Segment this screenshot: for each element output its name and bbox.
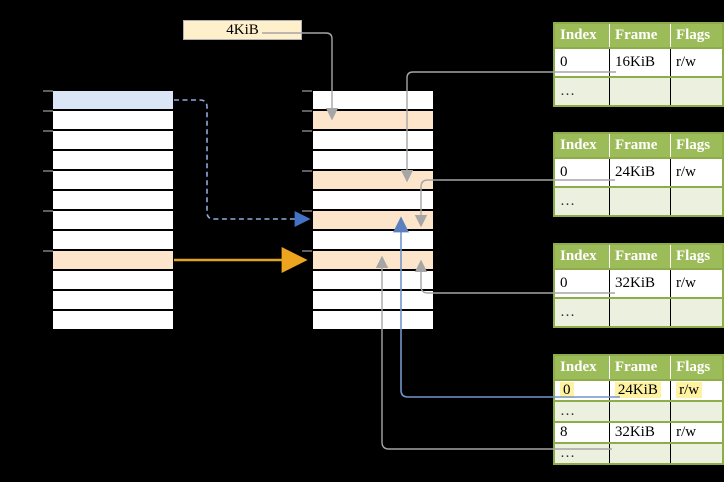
header-index: Index bbox=[554, 133, 610, 159]
frame-row-10 bbox=[313, 291, 433, 311]
table-row: 0 32KiB r/w bbox=[554, 269, 723, 299]
virtual-row-3 bbox=[53, 151, 173, 171]
middle-column-address-ticks bbox=[302, 90, 312, 252]
table-row: 0 24KiB r/w bbox=[554, 158, 723, 188]
cell-frame: 32KiB bbox=[609, 269, 671, 299]
frame-row-11 bbox=[313, 311, 433, 331]
virtual-row-11 bbox=[53, 311, 173, 331]
cell-frame: 24KiB bbox=[609, 158, 671, 188]
header-flags: Flags bbox=[670, 133, 723, 159]
frame-row-5 bbox=[313, 191, 433, 211]
virtual-memory-column bbox=[53, 91, 173, 331]
frame-row-4-used bbox=[313, 171, 433, 191]
table-row: 0 16KiB r/w bbox=[554, 48, 723, 78]
page-table-1: Index Frame Flags 0 16KiB r/w … bbox=[553, 22, 724, 107]
cell-index: … bbox=[554, 401, 610, 423]
cell-flags: r/w bbox=[670, 380, 723, 402]
cell-index: 0 bbox=[554, 380, 610, 402]
cell-frame: 24KiB bbox=[609, 380, 672, 402]
cell-index: 0 bbox=[554, 48, 610, 78]
table-header-row: Index Frame Flags bbox=[554, 23, 723, 49]
frame-row-9 bbox=[313, 271, 433, 291]
highlighted-value: r/w bbox=[676, 382, 703, 398]
table-header-row: Index Frame Flags bbox=[554, 355, 723, 381]
frame-row-3 bbox=[313, 151, 433, 171]
frame-row-2 bbox=[313, 131, 433, 151]
cell-index: 0 bbox=[554, 158, 610, 188]
page-size-label-box: 4KiB bbox=[183, 20, 302, 40]
virtual-row-2 bbox=[53, 131, 173, 151]
frame-row-6-used bbox=[313, 211, 433, 231]
page-table-2: Index Frame Flags 0 24KiB r/w … bbox=[553, 132, 724, 217]
virtual-row-10 bbox=[53, 291, 173, 311]
header-index: Index bbox=[554, 355, 610, 381]
highlighted-value: 24KiB bbox=[614, 382, 661, 398]
table-row-ellipsis: … bbox=[554, 187, 723, 216]
virtual-row-0-mapped-blue bbox=[53, 91, 173, 111]
cell-frame: 32KiB bbox=[609, 422, 672, 444]
left-column-address-ticks bbox=[43, 90, 53, 252]
cell-frame: 16KiB bbox=[609, 48, 671, 78]
header-frame: Frame bbox=[609, 244, 671, 270]
cell-index: … bbox=[554, 443, 610, 464]
connector-virtual0-to-frame6-dashed-arrow bbox=[174, 99, 311, 227]
cell-frame bbox=[609, 401, 672, 423]
cell-frame bbox=[609, 443, 672, 464]
header-frame: Frame bbox=[609, 23, 671, 49]
table-row: 8 32KiB r/w bbox=[554, 422, 723, 444]
header-flags: Flags bbox=[670, 244, 723, 270]
cell-flags bbox=[670, 77, 723, 106]
cell-index: … bbox=[554, 77, 610, 106]
virtual-row-5 bbox=[53, 191, 173, 211]
virtual-row-7 bbox=[53, 231, 173, 251]
cell-flags: r/w bbox=[670, 48, 723, 78]
header-index: Index bbox=[554, 23, 610, 49]
cell-index: 0 bbox=[554, 269, 610, 299]
cell-flags bbox=[670, 443, 723, 464]
header-flags: Flags bbox=[670, 23, 723, 49]
frame-row-0 bbox=[313, 91, 433, 111]
frame-row-8-used bbox=[313, 251, 433, 271]
cell-flags: r/w bbox=[670, 158, 723, 188]
page-size-label: 4KiB bbox=[226, 21, 259, 38]
cell-index: … bbox=[554, 187, 610, 216]
header-flags: Flags bbox=[670, 355, 723, 381]
header-frame: Frame bbox=[609, 133, 671, 159]
cell-index: 8 bbox=[554, 422, 610, 444]
virtual-row-6 bbox=[53, 211, 173, 231]
cell-flags: r/w bbox=[670, 269, 723, 299]
table-row-highlighted: 0 24KiB r/w bbox=[554, 380, 723, 402]
cell-frame bbox=[609, 187, 671, 216]
frame-row-1-used bbox=[313, 111, 433, 131]
table-header-row: Index Frame Flags bbox=[554, 244, 723, 270]
cell-frame bbox=[609, 298, 671, 327]
table-header-row: Index Frame Flags bbox=[554, 133, 723, 159]
cell-flags bbox=[670, 401, 723, 423]
page-table-3: Index Frame Flags 0 32KiB r/w … bbox=[553, 243, 724, 328]
cell-index: … bbox=[554, 298, 610, 327]
table-row-ellipsis: … bbox=[554, 443, 723, 464]
table-row-ellipsis: … bbox=[554, 77, 723, 106]
cell-flags bbox=[670, 298, 723, 327]
virtual-row-4 bbox=[53, 171, 173, 191]
header-frame: Frame bbox=[609, 355, 672, 381]
cell-flags bbox=[670, 187, 723, 216]
virtual-row-8-mapped-peach bbox=[53, 251, 173, 271]
table-row-ellipsis: … bbox=[554, 401, 723, 423]
header-index: Index bbox=[554, 244, 610, 270]
frame-row-7 bbox=[313, 231, 433, 251]
table-row-ellipsis: … bbox=[554, 298, 723, 327]
physical-memory-column bbox=[313, 91, 433, 331]
cell-flags: r/w bbox=[670, 422, 723, 444]
cell-frame bbox=[609, 77, 671, 106]
page-table-4: Index Frame Flags 0 24KiB r/w … 8 32KiB … bbox=[553, 354, 724, 465]
virtual-row-9 bbox=[53, 271, 173, 291]
highlighted-value: 0 bbox=[560, 382, 574, 398]
virtual-row-1 bbox=[53, 111, 173, 131]
